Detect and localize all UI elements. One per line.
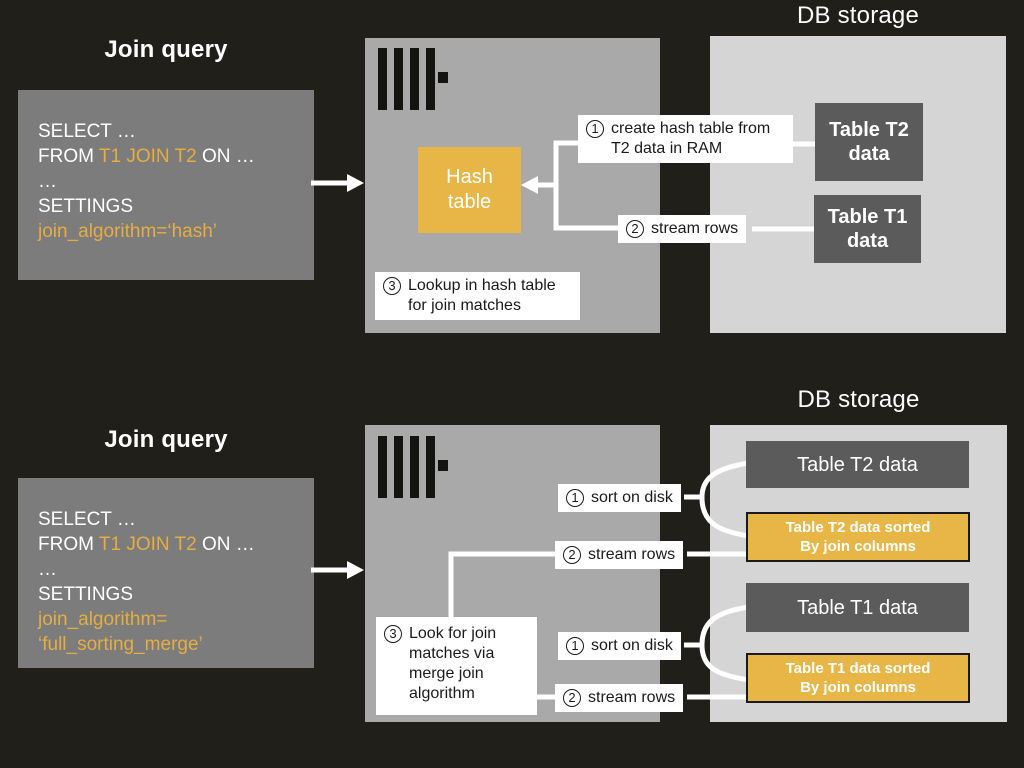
query-line-select: SELECT … [38,509,136,530]
step-number-circle: 2 [563,689,581,707]
table-t1-sorted-box: Table T1 data sorted By join columns [746,653,970,703]
hash-table-box: Hash table [418,147,521,233]
clickhouse-logo-icon [378,436,450,498]
query-line-ellipsis: … [38,171,57,192]
step-number-circle: 1 [566,637,584,655]
join-clause-highlight: T1 JOIN T2 [98,146,197,167]
step-number-circle: 2 [563,546,581,564]
query-line-settings: SETTINGS [38,584,134,605]
table-t1-data-box: Table T1 data [746,583,969,632]
arrowhead-icon [347,174,364,192]
arrowhead-icon [347,561,364,579]
step-number-circle: 2 [626,220,644,238]
query-line-from: FROM T1 JOIN T2 ON … [38,146,255,167]
step-3-merge-join-label: 3 Look for join matches via merge join a… [376,617,537,715]
table-t1-data-box: Table T1 data [814,195,921,263]
step-2-stream-rows-t1-label: 2 stream rows [555,684,684,712]
step-number-circle: 3 [383,277,401,295]
step-1-sort-on-disk-t1-label: 1 sort on disk [558,632,681,660]
step-1-sort-on-disk-t2-label: 1 sort on disk [558,484,681,512]
query-line-select: SELECT … [38,121,136,142]
step-2-stream-rows-label: 2 stream rows [618,215,747,243]
merge-join-query-box: SELECT … FROM T1 JOIN T2 ON … … SETTINGS… [18,478,314,668]
query-line-algorithm: join_algorithm= [38,609,168,630]
step-number-circle: 1 [566,489,584,507]
query-line-ellipsis: … [38,559,57,580]
query-line-algorithm: join_algorithm=‘hash’ [38,221,218,242]
query-line-algorithm-value: ‘full_sorting_merge’ [38,634,203,655]
clickhouse-logo-icon [378,48,450,110]
step-number-circle: 3 [384,625,402,643]
table-t2-data-box: Table T2 data [815,103,923,181]
step-number-circle: 1 [586,120,604,138]
merge-join-query-title: Join query [104,426,228,453]
query-line-settings: SETTINGS [38,196,134,217]
join-clause-highlight: T1 JOIN T2 [98,534,197,555]
merge-join-db-storage-title: DB storage [797,386,920,413]
hash-join-query-title: Join query [104,36,228,63]
table-t2-sorted-box: Table T2 data sorted By join columns [746,512,970,562]
query-line-from: FROM T1 JOIN T2 ON … [38,534,255,555]
hash-join-db-storage-panel [710,36,1006,333]
step-3-lookup-label: 3 Lookup in hash table for join matches [375,272,580,320]
hash-join-db-storage-title: DB storage [796,2,920,29]
hash-join-query-box: SELECT … FROM T1 JOIN T2 ON … … SETTINGS… [18,90,314,280]
table-t2-data-box: Table T2 data [746,441,969,488]
step-2-stream-rows-t2-label: 2 stream rows [555,541,684,569]
step-1-create-hash-table-label: 1 create hash table from T2 data in RAM [578,115,793,163]
